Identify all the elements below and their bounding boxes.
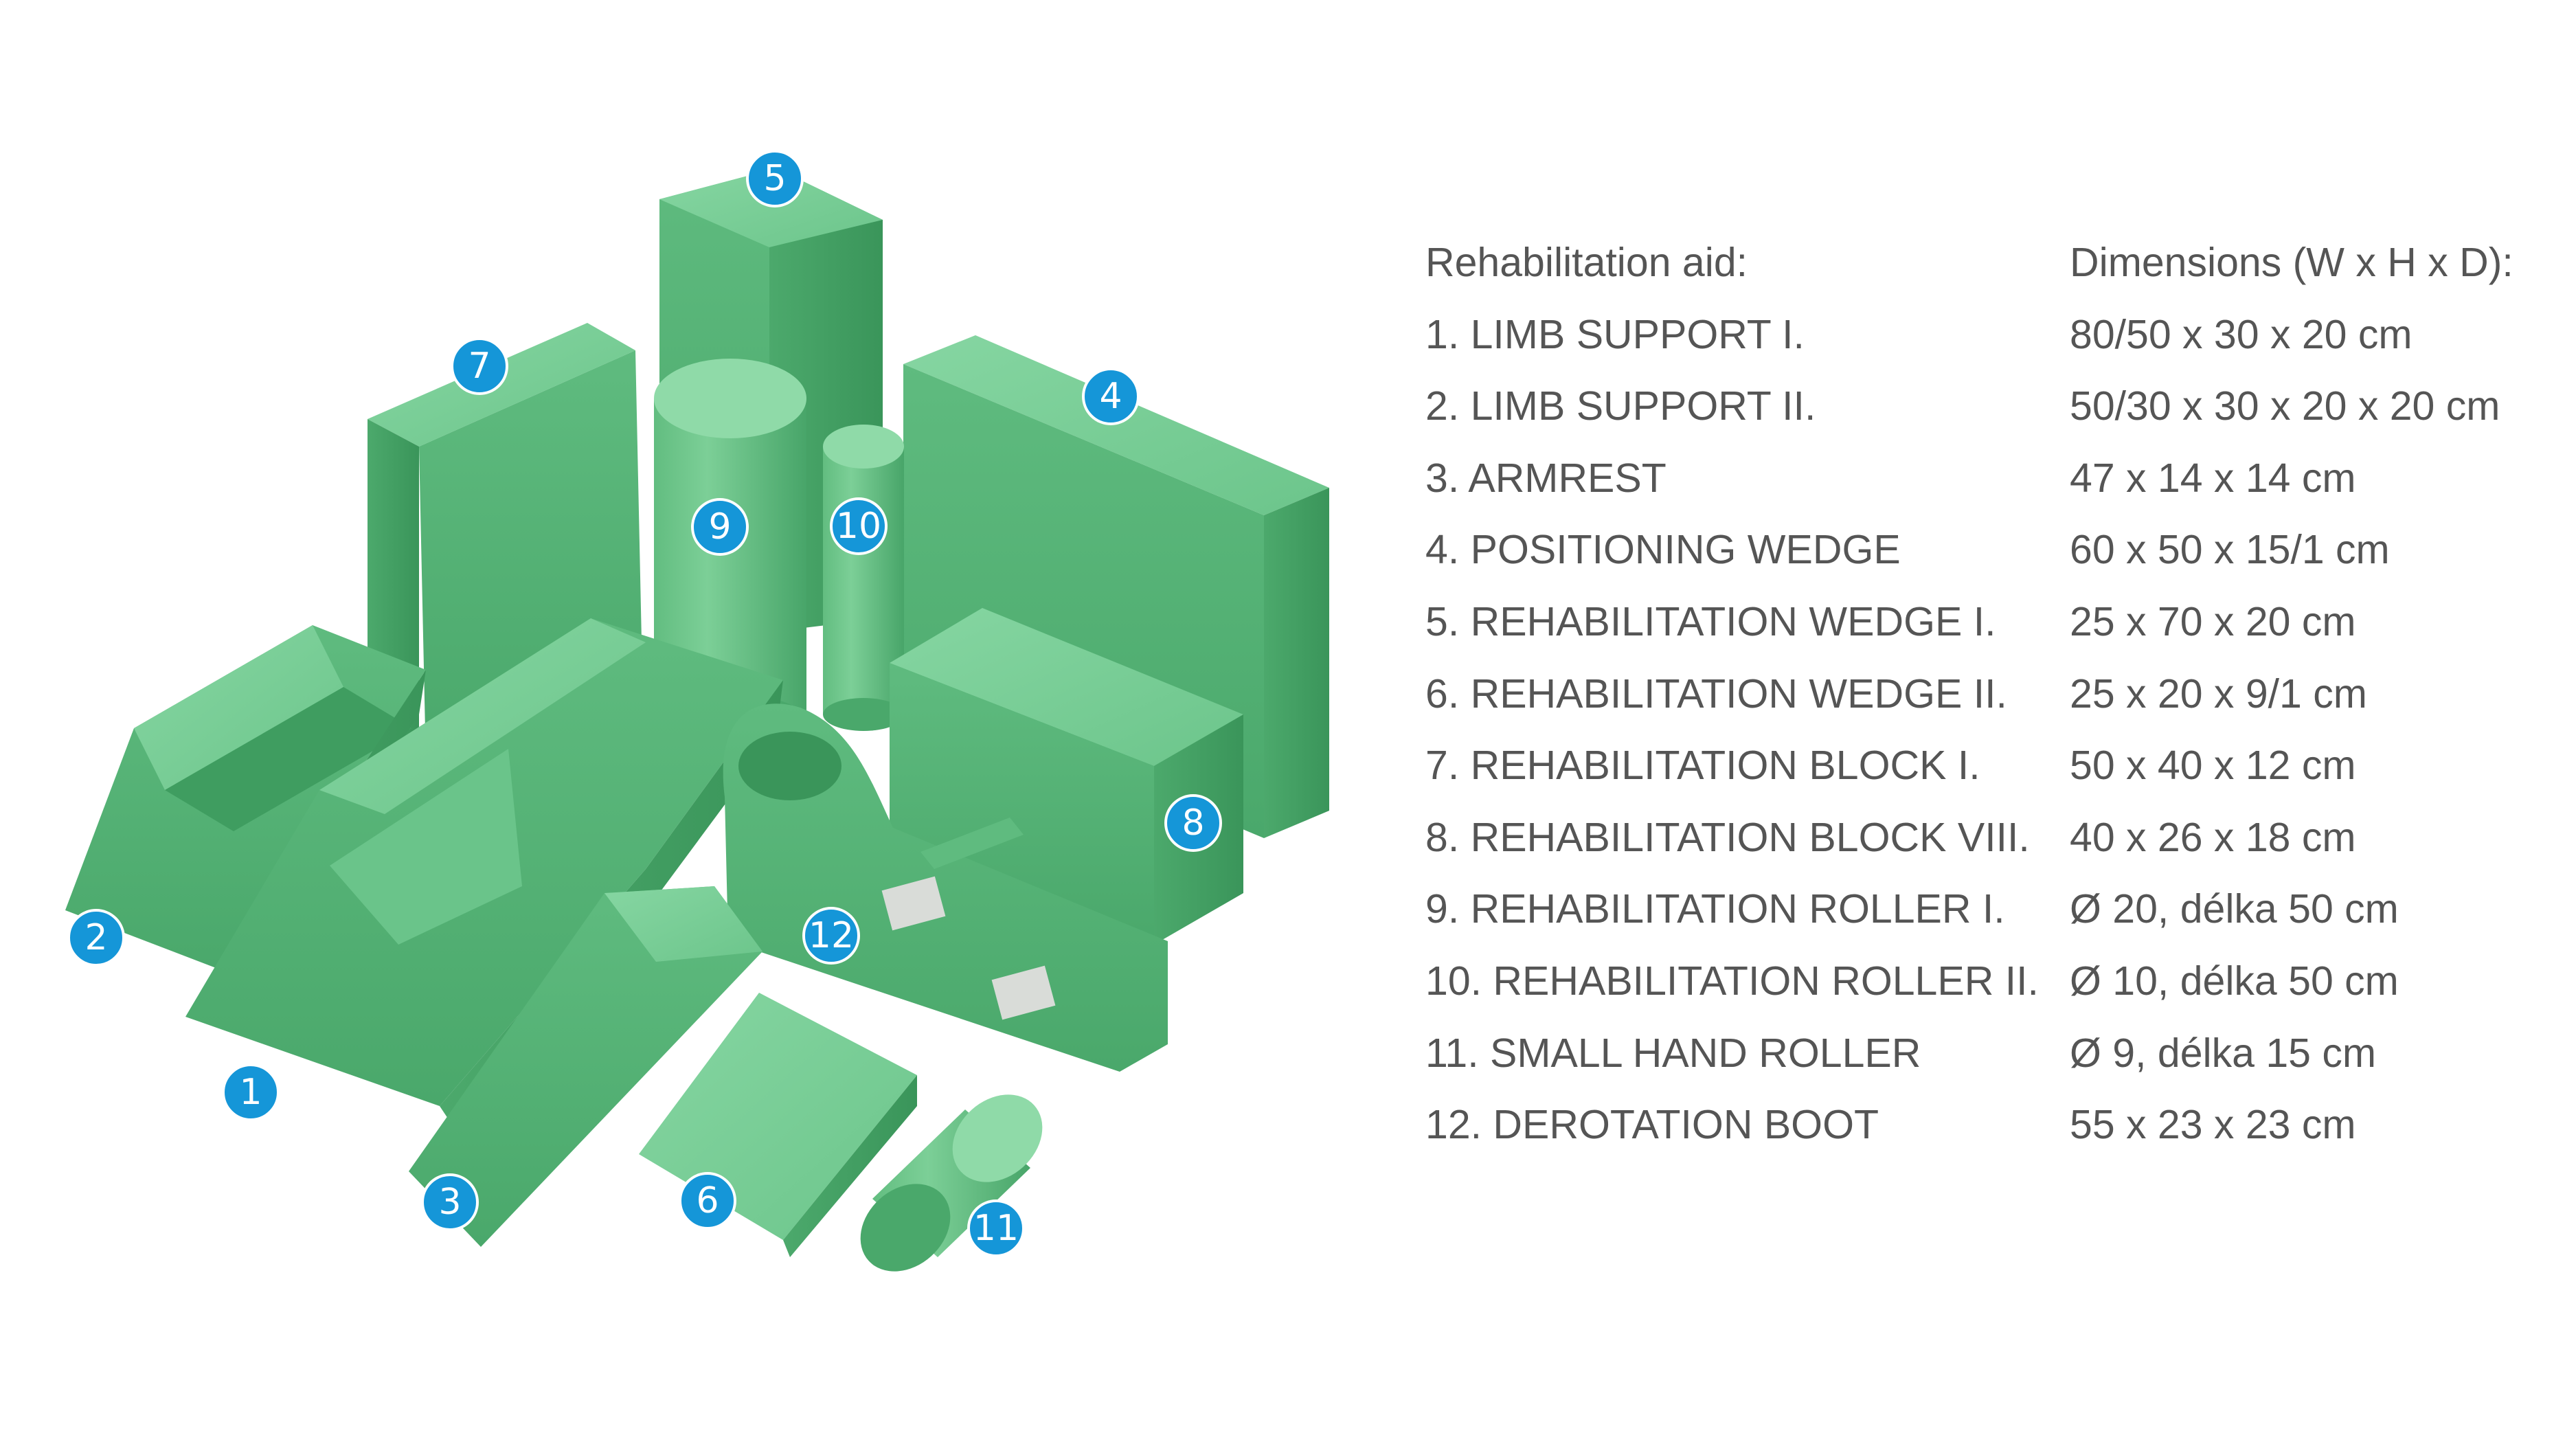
badge-4-label: 4 <box>1099 376 1122 417</box>
row-name: 8. REHABILITATION BLOCK VIII. <box>1425 814 2030 860</box>
row-dims: 47 x 14 x 14 cm <box>2070 455 2356 501</box>
table-row: 6. REHABILITATION WEDGE II. 25 x 20 x 9/… <box>1425 658 2551 730</box>
table-row: 4. POSITIONING WEDGE 60 x 50 x 15/1 cm <box>1425 514 2551 586</box>
row-name: 10. REHABILITATION ROLLER II. <box>1425 958 2039 1004</box>
row-dims: 25 x 70 x 20 cm <box>2070 598 2356 644</box>
table-header: Rehabilitation aid: Dimensions (W x H x … <box>1425 227 2551 299</box>
badge-5: 5 <box>746 150 804 207</box>
row-name: 6. REHABILITATION WEDGE II. <box>1425 671 2007 717</box>
badge-12: 12 <box>802 907 860 965</box>
row-dims: 50 x 40 x 12 cm <box>2070 743 2356 789</box>
row-name: 1. LIMB SUPPORT I. <box>1425 311 1805 357</box>
dimensions-table: Rehabilitation aid: Dimensions (W x H x … <box>1425 227 2551 1161</box>
header-aid: Rehabilitation aid: <box>1425 240 1748 285</box>
row-dims: 40 x 26 x 18 cm <box>2070 814 2356 860</box>
small-hand-roller <box>860 1094 1043 1272</box>
badge-3-label: 3 <box>438 1182 461 1223</box>
badge-10: 10 <box>830 497 888 555</box>
row-name: 11. SMALL HAND ROLLER <box>1425 1030 1921 1076</box>
badge-6-label: 6 <box>696 1180 719 1221</box>
row-dims: Ø 10, délka 50 cm <box>2070 958 2399 1004</box>
badge-12-label: 12 <box>809 915 854 956</box>
badge-1-label: 1 <box>239 1072 262 1113</box>
badge-8-label: 8 <box>1182 802 1204 844</box>
row-dims: 25 x 20 x 9/1 cm <box>2070 671 2367 717</box>
row-dims: 50/30 x 30 x 20 x 20 cm <box>2070 383 2500 429</box>
badge-2-label: 2 <box>84 917 107 958</box>
header-dimensions: Dimensions (W x H x D): <box>2070 240 2513 285</box>
badge-6: 6 <box>679 1172 736 1230</box>
table-row: 1. LIMB SUPPORT I. 80/50 x 30 x 20 cm <box>1425 299 2551 371</box>
badge-7-label: 7 <box>468 346 490 387</box>
row-name: 7. REHABILITATION BLOCK I. <box>1425 743 1980 789</box>
row-dims: 80/50 x 30 x 20 cm <box>2070 311 2413 357</box>
product-illustration: 1 2 3 4 5 6 7 8 9 10 11 12 <box>65 150 1329 1272</box>
table-row: 2. LIMB SUPPORT II. 50/30 x 30 x 20 x 20… <box>1425 370 2551 442</box>
row-name: 4. POSITIONING WEDGE <box>1425 527 1901 573</box>
badge-5-label: 5 <box>763 158 786 199</box>
table-row: 5. REHABILITATION WEDGE I. 25 x 70 x 20 … <box>1425 586 2551 658</box>
row-dims: 55 x 23 x 23 cm <box>2070 1102 2356 1148</box>
row-name: 9. REHABILITATION ROLLER I. <box>1425 886 2005 932</box>
badge-9: 9 <box>691 498 749 556</box>
armrest <box>409 886 762 1247</box>
badge-11-label: 11 <box>973 1208 1019 1249</box>
badge-8: 8 <box>1164 794 1222 852</box>
row-name: 12. DEROTATION BOOT <box>1425 1102 1879 1148</box>
badge-9-label: 9 <box>708 506 731 548</box>
badge-10-label: 10 <box>836 506 881 547</box>
table-row: 9. REHABILITATION ROLLER I. Ø 20, délka … <box>1425 873 2551 945</box>
row-dims: Ø 20, délka 50 cm <box>2070 886 2399 932</box>
badge-11: 11 <box>967 1199 1025 1257</box>
badge-4: 4 <box>1082 368 1140 425</box>
badge-3: 3 <box>421 1173 479 1231</box>
table-row: 8. REHABILITATION BLOCK VIII. 40 x 26 x … <box>1425 802 2551 874</box>
table-row: 12. DEROTATION BOOT 55 x 23 x 23 cm <box>1425 1089 2551 1161</box>
row-name: 3. ARMREST <box>1425 455 1667 501</box>
table-row: 11. SMALL HAND ROLLER Ø 9, délka 15 cm <box>1425 1017 2551 1090</box>
table-row: 3. ARMREST 47 x 14 x 14 cm <box>1425 442 2551 515</box>
rehabilitation-roller-2 <box>823 425 904 731</box>
badge-2: 2 <box>67 909 125 967</box>
badge-7: 7 <box>451 337 508 395</box>
row-name: 5. REHABILITATION WEDGE I. <box>1425 598 1996 644</box>
row-dims: Ø 9, délka 15 cm <box>2070 1030 2376 1076</box>
row-dims: 60 x 50 x 15/1 cm <box>2070 527 2390 573</box>
table-row: 7. REHABILITATION BLOCK I. 50 x 40 x 12 … <box>1425 730 2551 802</box>
row-name: 2. LIMB SUPPORT II. <box>1425 383 1816 429</box>
badge-1: 1 <box>222 1063 280 1121</box>
rehabilitation-block-8 <box>890 608 1243 945</box>
derotation-boot <box>723 703 1168 1072</box>
table-row: 10. REHABILITATION ROLLER II. Ø 10, délk… <box>1425 945 2551 1017</box>
